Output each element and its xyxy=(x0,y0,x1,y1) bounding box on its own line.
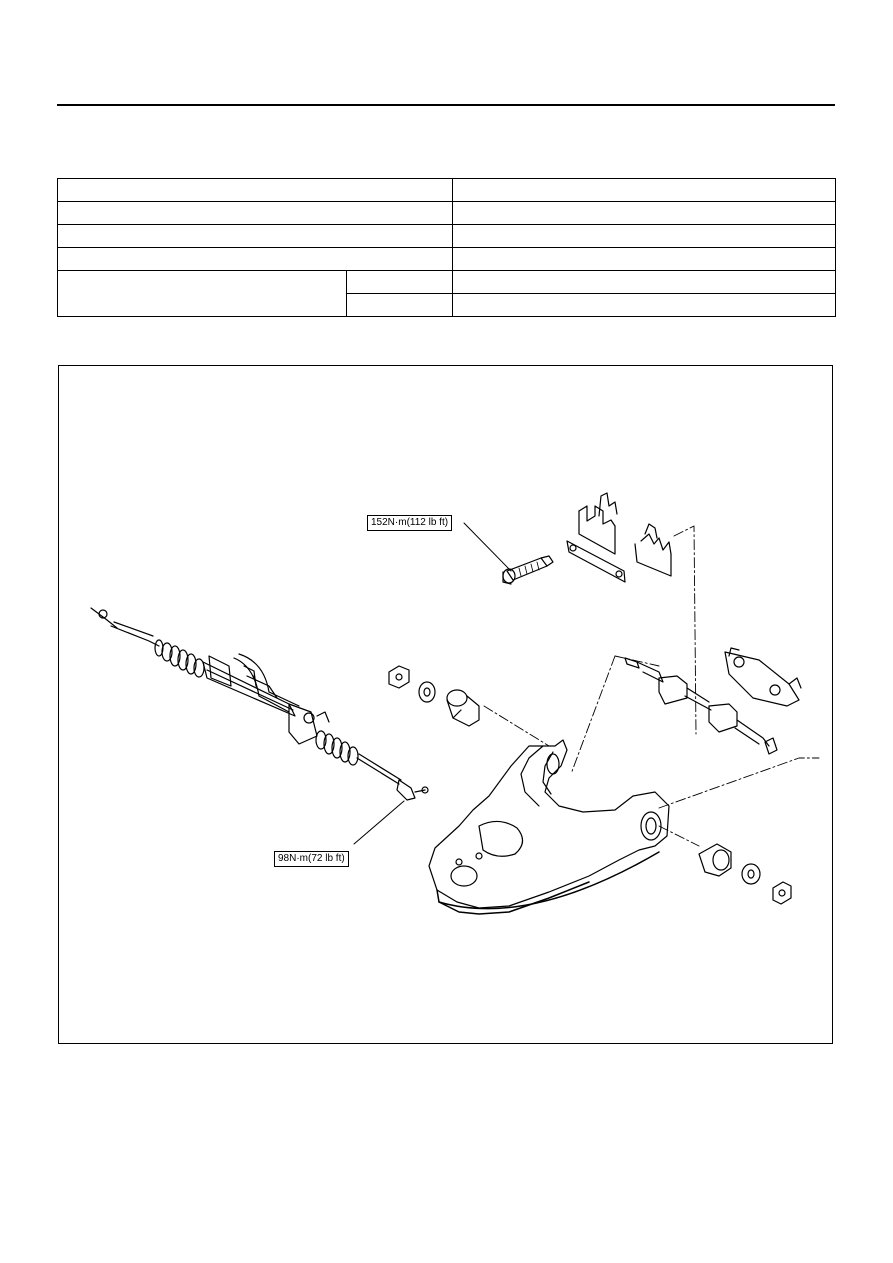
table-cell xyxy=(57,247,453,271)
table-row xyxy=(57,270,836,317)
steering-rack-assembly xyxy=(90,607,429,801)
table-cell xyxy=(452,247,836,271)
cross-shaft xyxy=(624,657,778,755)
exploded-view-figure: 152N·m(112 lb ft) 98N·m(72 lb ft) xyxy=(58,365,833,1044)
table-cell xyxy=(452,270,836,294)
table-cell xyxy=(346,270,453,294)
assembly-guide-lines xyxy=(483,525,820,847)
table-cell xyxy=(57,201,453,225)
table-cell xyxy=(346,293,453,317)
bolt xyxy=(502,555,554,585)
front-nut xyxy=(388,665,410,689)
exploded-view-drawing xyxy=(90,492,820,915)
table-row xyxy=(57,178,836,202)
table-cell xyxy=(452,201,836,225)
front-bushing xyxy=(446,689,480,727)
bolt-leader-line xyxy=(463,522,512,572)
rear-bushing xyxy=(698,843,732,877)
rear-nut xyxy=(772,881,792,905)
shim-pack xyxy=(566,492,672,583)
upper-control-arm xyxy=(428,739,670,915)
table-row xyxy=(58,293,836,317)
spec-table xyxy=(57,178,836,317)
tie-rod-leader-line xyxy=(353,800,405,845)
header-rule xyxy=(57,104,835,106)
table-row xyxy=(57,247,836,271)
table-row xyxy=(57,201,836,225)
table-cell xyxy=(452,224,836,248)
torque-label-bolt: 152N·m(112 lb ft) xyxy=(367,515,453,531)
front-washer xyxy=(418,681,436,703)
tie-rod-end xyxy=(396,779,429,801)
table-cell xyxy=(57,270,347,317)
table-cell xyxy=(57,224,453,248)
mounting-bracket xyxy=(724,647,802,707)
rack-boot-left xyxy=(154,639,205,678)
rear-washer xyxy=(741,863,761,885)
rack-boot-right xyxy=(315,730,359,766)
table-row xyxy=(57,224,836,248)
table-cell xyxy=(452,178,836,202)
table-cell xyxy=(452,293,836,317)
torque-label-tie-rod-end: 98N·m(72 lb ft) xyxy=(274,851,349,867)
table-cell xyxy=(57,178,453,202)
